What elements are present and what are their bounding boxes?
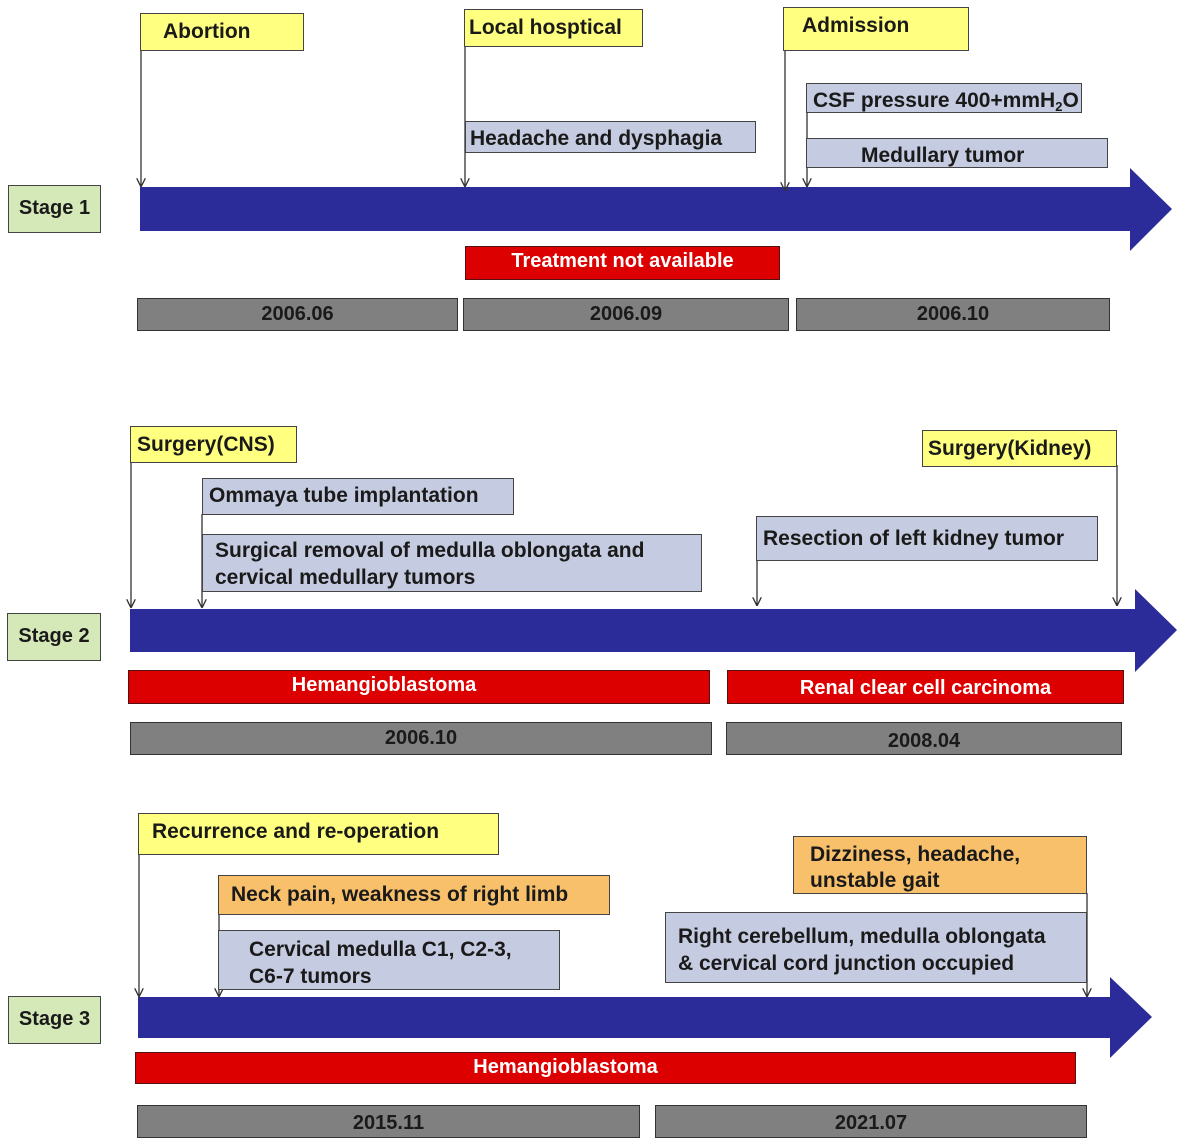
stage3-label: Stage 3 bbox=[8, 996, 101, 1044]
stage3-timeline-arrow bbox=[138, 977, 1152, 1058]
date-bar-2015-11: 2015.11 bbox=[137, 1105, 640, 1138]
csf-pressure-text: CSF pressure 400+mmH bbox=[813, 89, 1056, 112]
date-bar-2008-04: 2008.04 bbox=[726, 722, 1122, 755]
right-cerebellum-line2: & cervical cord junction occupied bbox=[678, 952, 1015, 975]
event-admission: Admission bbox=[783, 7, 969, 51]
finding-right-cerebellum: Right cerebellum, medulla oblongata & ce… bbox=[665, 912, 1087, 983]
finding-surgical-removal: Surgical removal of medulla oblongata an… bbox=[202, 534, 702, 592]
date-bar-2021-07: 2021.07 bbox=[655, 1105, 1087, 1138]
right-cerebellum-line1: Right cerebellum, medulla oblongata bbox=[678, 925, 1046, 948]
finding-headache-dysphagia: Headache and dysphagia bbox=[465, 121, 756, 153]
stage1-label: Stage 1 bbox=[8, 185, 101, 233]
stage2-label: Stage 2 bbox=[7, 613, 101, 661]
diagnosis-renal-clear-cell: Renal clear cell carcinoma bbox=[727, 670, 1124, 704]
stage2-timeline-arrow bbox=[130, 589, 1177, 672]
diagnosis-hemangioblastoma-stage3: Hemangioblastoma bbox=[135, 1052, 1076, 1084]
symptom-dizziness: Dizziness, headache, unstable gait bbox=[793, 836, 1087, 894]
csf-pressure-subscript: 2 bbox=[1055, 99, 1063, 113]
cervical-medulla-line2: C6-7 tumors bbox=[249, 965, 372, 988]
date-bar-2006-10-stage2: 2006.10 bbox=[130, 722, 712, 755]
surgical-removal-line1: Surgical removal of medulla oblongata an… bbox=[215, 539, 645, 562]
event-surgery-cns: Surgery(CNS) bbox=[130, 426, 297, 463]
finding-resection-kidney: Resection of left kidney tumor bbox=[756, 516, 1098, 561]
finding-ommaya-tube: Ommaya tube implantation bbox=[202, 478, 514, 515]
event-recurrence: Recurrence and re-operation bbox=[138, 813, 499, 855]
event-abortion: Abortion bbox=[140, 13, 304, 51]
date-bar-2006-06: 2006.06 bbox=[137, 298, 458, 331]
date-bar-2006-09: 2006.09 bbox=[463, 298, 789, 331]
symptom-neck-pain: Neck pain, weakness of right limb bbox=[218, 875, 610, 915]
dizziness-line2: unstable gait bbox=[810, 869, 940, 892]
diagnosis-treatment-not-available: Treatment not available bbox=[465, 246, 780, 280]
event-surgery-kidney: Surgery(Kidney) bbox=[922, 430, 1117, 467]
diagnosis-hemangioblastoma-stage2: Hemangioblastoma bbox=[128, 670, 710, 704]
stage1-timeline-arrow bbox=[140, 168, 1172, 251]
finding-medullary-tumor: Medullary tumor bbox=[806, 138, 1108, 168]
finding-csf-pressure: CSF pressure 400+mmH2O bbox=[806, 83, 1082, 113]
date-bar-2006-10: 2006.10 bbox=[796, 298, 1110, 331]
csf-pressure-suffix: O bbox=[1062, 89, 1079, 112]
cervical-medulla-line1: Cervical medulla C1, C2-3, bbox=[249, 938, 512, 961]
dizziness-line1: Dizziness, headache, bbox=[810, 843, 1021, 866]
finding-cervical-medulla: Cervical medulla C1, C2-3, C6-7 tumors bbox=[218, 930, 560, 990]
event-local-hospital: Local hosptical bbox=[464, 9, 643, 47]
surgical-removal-line2: cervical medullary tumors bbox=[215, 566, 476, 589]
